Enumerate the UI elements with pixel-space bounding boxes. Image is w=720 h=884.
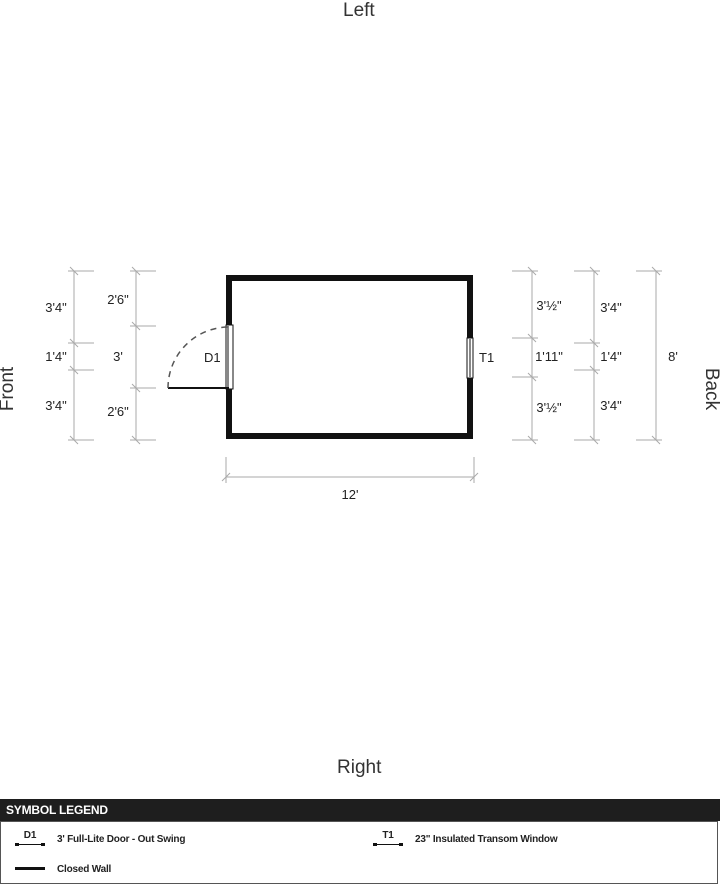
dim-front-outer-3: 3'4" — [45, 398, 67, 413]
dim-back-window-3: 3'½" — [536, 400, 562, 415]
legend-item-window: T1 23" Insulated Transom Window — [373, 830, 558, 848]
side-label-top: Left — [343, 0, 375, 21]
dim-front-outer-1: 3'4" — [45, 300, 67, 315]
dimension-lines — [68, 266, 662, 483]
closed-wall-icon — [15, 860, 45, 878]
dim-front-outer-2: 1'4" — [45, 349, 67, 364]
legend-item-wall: Closed Wall — [15, 860, 111, 878]
door-swing-arc — [167, 326, 230, 389]
legend-item-label: 3' Full-Lite Door - Out Swing — [57, 833, 186, 845]
dim-back-window-2: 1'11" — [535, 349, 563, 364]
legend-body: D1 3' Full-Lite Door - Out Swing T1 23" … — [0, 821, 718, 884]
dim-front-door-3: 2'6" — [107, 404, 129, 419]
dim-back-outer-2: 1'4" — [600, 349, 622, 364]
dim-back-outer-1: 3'4" — [600, 300, 622, 315]
side-label-bottom: Right — [337, 757, 382, 778]
dim-back-outer-3: 3'4" — [600, 398, 622, 413]
legend-item-label: 23" Insulated Transom Window — [415, 833, 558, 845]
legend-title: SYMBOL LEGEND — [0, 799, 720, 821]
dim-width: 12' — [342, 487, 359, 502]
door-symbol-icon: D1 — [15, 830, 45, 848]
door-d1 — [225, 324, 234, 390]
window-symbol-icon: T1 — [373, 830, 403, 848]
door-label: D1 — [204, 350, 221, 365]
legend-item-door: D1 3' Full-Lite Door - Out Swing — [15, 830, 185, 848]
dim-front-door-2: 3' — [113, 349, 123, 364]
dim-front-door-1: 2'6" — [107, 292, 129, 307]
building-walls — [226, 275, 473, 439]
dim-depth: 8' — [668, 349, 678, 364]
floor-plan: D1 T1 3'4" 1'4" 3'4" 2'6" 3' 2'6" 3'½" 1… — [45, 266, 678, 502]
dim-back-window-1: 3'½" — [536, 298, 562, 313]
legend-item-label: Closed Wall — [57, 863, 112, 875]
symbol-legend: SYMBOL LEGEND D1 3' Full-Lite Door - Out… — [0, 799, 720, 884]
window-label: T1 — [479, 350, 494, 365]
